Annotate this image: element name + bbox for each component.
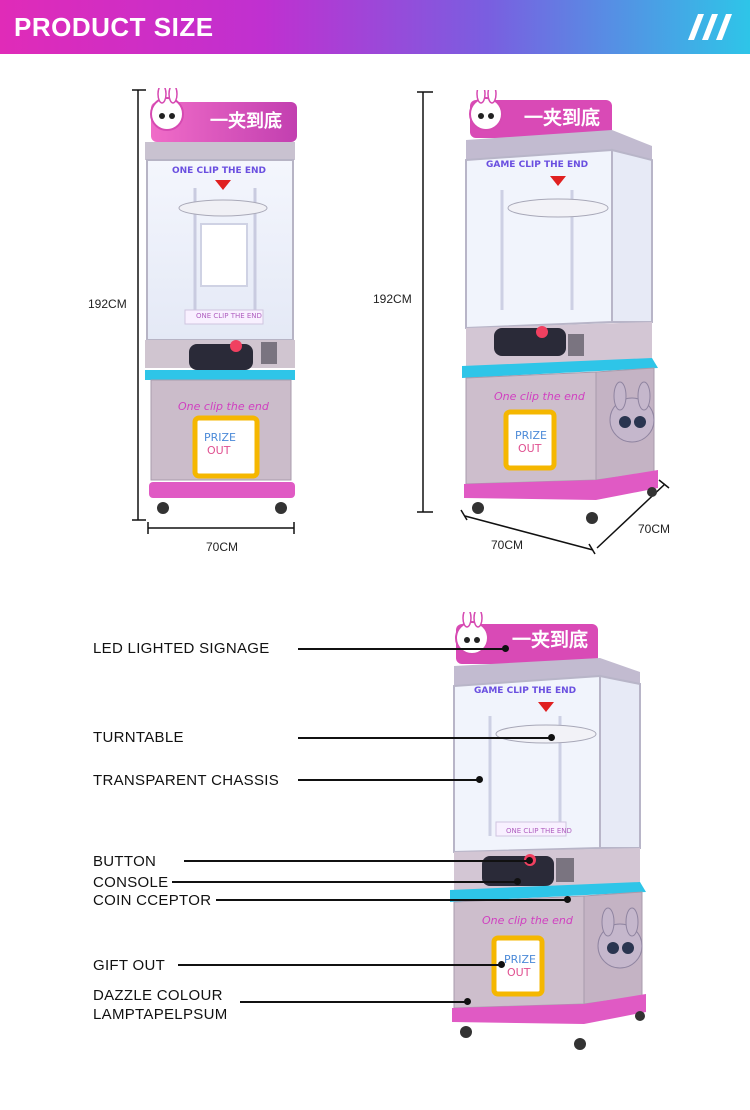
- front-prize-text: PRIZE: [204, 431, 237, 444]
- diagram-inner-banner: ONE CLIP THE END: [506, 827, 572, 835]
- leader-turntable: [298, 737, 550, 739]
- angle-prize-text: PRIZE: [515, 429, 548, 442]
- front-claw-machine: [145, 88, 297, 514]
- diagram-prize-text: PRIZE: [504, 953, 537, 966]
- angle-claw-machine: [462, 90, 658, 524]
- leader-button: [184, 860, 528, 862]
- angle-top-banner: GAME CLIP THE END: [486, 160, 589, 170]
- angle-height-label: 192CM: [373, 292, 412, 306]
- label-lamptapelpsum: LAMPTAPELPSUM: [93, 1006, 228, 1023]
- label-dazzle-colour: DAZZLE COLOUR: [93, 987, 223, 1004]
- front-inner-banner: ONE CLIP THE END: [196, 312, 262, 320]
- leader-dot-transparent-chassis: [476, 776, 483, 783]
- front-dimension-lines: [132, 89, 295, 534]
- label-button: BUTTON: [93, 853, 157, 870]
- front-top-banner: ONE CLIP THE END: [172, 166, 266, 176]
- front-width-label: 70CM: [206, 540, 239, 554]
- label-console: CONSOLE: [93, 874, 169, 891]
- leader-dazzle-colour: [240, 1001, 466, 1003]
- diagram-out-text: OUT: [507, 966, 531, 979]
- leader-dot-turntable: [548, 734, 555, 741]
- front-cabinet-script: One clip the end: [178, 400, 269, 413]
- front-sign-text: 一夹到底: [210, 111, 282, 132]
- angle-out-text: OUT: [518, 442, 542, 455]
- angle-cabinet-script: One clip the end: [494, 390, 585, 403]
- leader-dot-button: [526, 857, 533, 864]
- leader-dot-console: [514, 878, 521, 885]
- angle-width-label: 70CM: [491, 538, 524, 552]
- leader-dot-coin-acceptor: [564, 896, 571, 903]
- leader-led-lighted-signage: [298, 648, 504, 650]
- leader-transparent-chassis: [298, 779, 478, 781]
- labeled-claw-machine: [450, 612, 646, 1050]
- diagram-top-banner: GAME CLIP THE END: [474, 686, 577, 696]
- front-out-text: OUT: [207, 444, 231, 457]
- label-turntable: TURNTABLE: [93, 729, 184, 746]
- page-title: PRODUCT SIZE: [14, 12, 214, 42]
- leader-dot-dazzle-colour: [464, 998, 471, 1005]
- triple-slash-logo-icon: [688, 14, 732, 40]
- leader-dot-led-lighted-signage: [502, 645, 509, 652]
- diagram-sign-text: 一夹到底: [512, 629, 589, 651]
- header-banner: PRODUCT SIZE: [0, 0, 750, 54]
- leader-coin-acceptor: [216, 899, 566, 901]
- label-coin-acceptor: COIN CCEPTOR: [93, 892, 212, 909]
- label-transparent-chassis: TRANSPARENT CHASSIS: [93, 772, 280, 789]
- angle-sign-text: 一夹到底: [524, 107, 601, 129]
- leader-dot-gift-out: [498, 961, 505, 968]
- label-led-lighted-signage: LED LIGHTED SIGNAGE: [93, 640, 270, 657]
- leader-console: [172, 881, 516, 883]
- leader-gift-out: [178, 964, 500, 966]
- angle-depth-label: 70CM: [638, 522, 671, 536]
- label-gift-out: GIFT OUT: [93, 957, 166, 974]
- diagram-cabinet-script: One clip the end: [482, 914, 573, 927]
- front-height-label: 192CM: [88, 297, 127, 311]
